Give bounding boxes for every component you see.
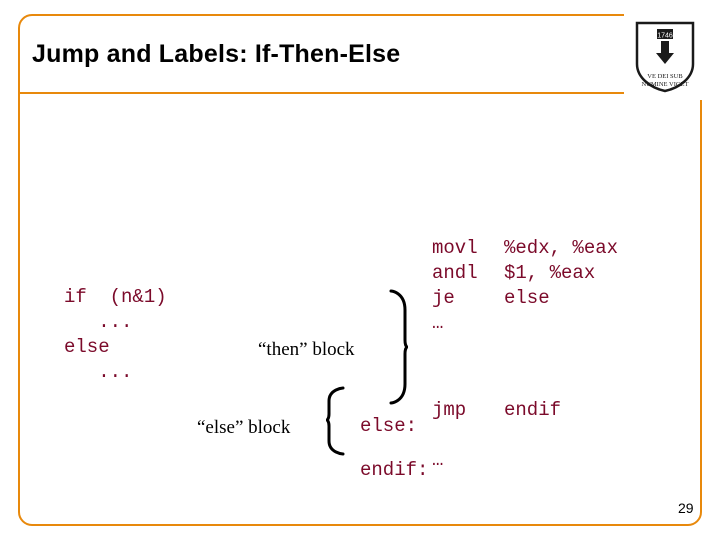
c-source-code: if (n&1) ... else ... <box>64 286 167 383</box>
else-block-brace-icon <box>326 385 346 457</box>
slide-number: 29 <box>678 500 694 516</box>
princeton-shield-icon: 1746 VE DEI SUB NUMINE VIGET <box>634 20 696 94</box>
then-block-annotation: “then” block <box>258 339 355 360</box>
slide-border <box>18 14 702 526</box>
title-divider <box>20 92 700 94</box>
page-title: Jump and Labels: If-Then-Else <box>32 40 401 68</box>
then-block-brace-icon <box>388 288 408 406</box>
svg-text:1746: 1746 <box>657 33 673 40</box>
svg-text:VE DEI SUB: VE DEI SUB <box>647 73 683 80</box>
assembly-label-else: else: <box>360 415 418 437</box>
assembly-label-endif: endif: <box>360 459 429 481</box>
svg-text:NUMINE VIGET: NUMINE VIGET <box>642 81 689 88</box>
assembly-top-operands: %edx, %eax $1, %eax else <box>504 237 619 309</box>
assembly-bottom-operands: endif <box>504 399 562 421</box>
assembly-bottom-opcodes: jmp … <box>432 399 467 471</box>
assembly-top-opcodes: movl andl je … <box>432 237 478 334</box>
else-block-annotation: “else” block <box>197 417 291 438</box>
